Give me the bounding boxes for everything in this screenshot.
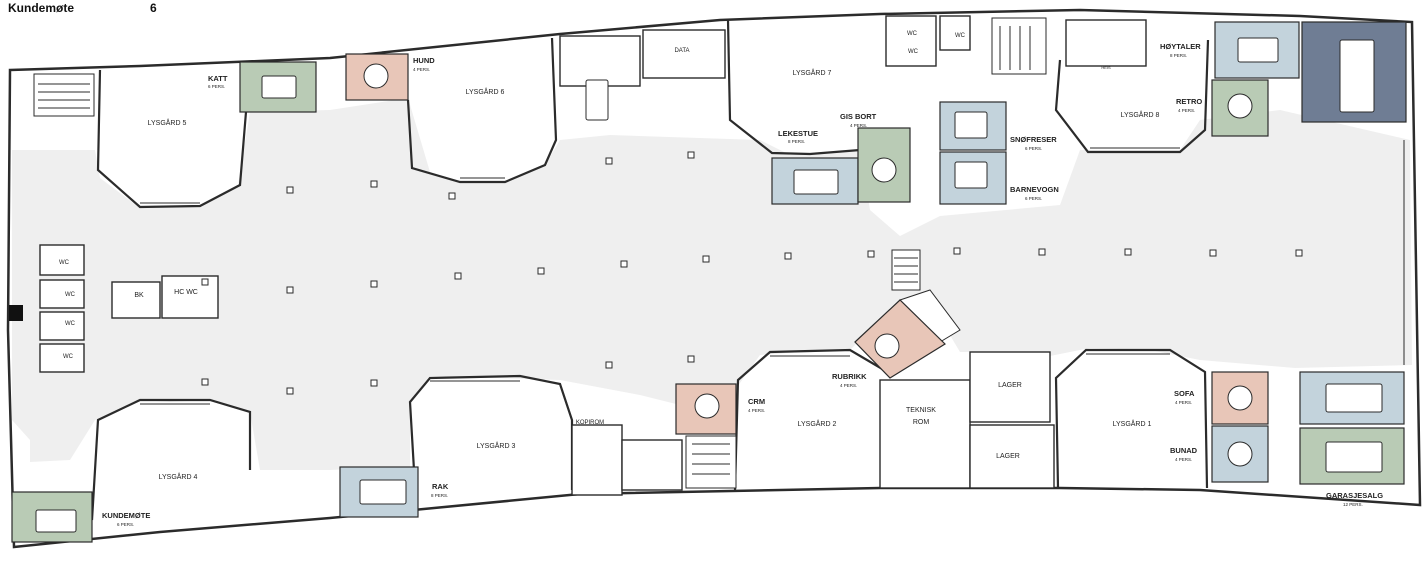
label-lysgard-3: LYSGÅRD 3 — [477, 441, 516, 450]
label-wc-2: WC — [65, 292, 76, 298]
label-lysgard-7: LYSGÅRD 7 — [793, 68, 832, 77]
round-tables — [363, 63, 1253, 467]
room-bunad-cap: 4 PERS. — [1175, 457, 1192, 462]
shaft-marker — [9, 305, 23, 321]
utility-rooms — [39, 15, 1147, 496]
window-strips — [140, 140, 1405, 405]
tables — [35, 37, 1383, 533]
room-hoytaler-cap: 8 PERS. — [1170, 53, 1187, 58]
room-katt-name: KATT — [208, 74, 228, 83]
room-kundemote-name: KUNDEMØTE — [102, 511, 150, 520]
label-lysgard-6: LYSGÅRD 6 — [466, 87, 505, 96]
label-kopirom: KOPIROM — [576, 420, 604, 426]
columns — [201, 151, 1303, 395]
room-hund-cap: 4 PERS. — [413, 67, 430, 72]
label-bk: BK — [134, 292, 144, 299]
room-retro-cap: 4 PERS. — [1178, 108, 1195, 113]
room-barnevogn-name: BARNEVOGN — [1010, 185, 1059, 194]
room-bunad-name: BUNAD — [1170, 446, 1198, 455]
room-lekestue-cap: 8 PERS. — [788, 139, 805, 144]
room-kundemote-cap: 6 PERS. — [117, 522, 134, 527]
room-crm-cap: 4 PERS. — [748, 408, 765, 413]
room-sofa-name: SOFA — [1174, 389, 1195, 398]
label-lysgard-1: LYSGÅRD 1 — [1113, 419, 1152, 428]
label-wc-5: WC — [907, 31, 918, 37]
label-lysgard-5: LYSGÅRD 5 — [148, 118, 187, 127]
meeting-room-labels: KATT 6 PERS. HUND 4 PERS. LEKESTUE 8 PER… — [102, 42, 1383, 527]
stairwells — [33, 17, 1047, 489]
label-rom: ROM — [913, 419, 930, 426]
room-snofreser-cap: 6 PERS. — [1025, 146, 1042, 151]
open-office-floor — [12, 98, 1412, 470]
room-gis-bort-name: GIS BORT — [840, 112, 877, 121]
area-labels: LYSGÅRD 5 LYSGÅRD 6 LYSGÅRD 7 LYSGÅRD 8 … — [59, 31, 1159, 481]
room-snofreser-name: SNØFRESER — [1010, 135, 1057, 144]
room-lekestue-name: LEKESTUE — [778, 129, 818, 138]
label-lysgard-4: LYSGÅRD 4 — [159, 472, 198, 481]
room-gis-bort-cap: 4 PERS. — [850, 123, 867, 128]
room-garasjesalg-name: GARASJESALG — [1326, 491, 1383, 500]
label-lysgard-8: LYSGÅRD 8 — [1121, 110, 1160, 119]
room-crm-name: CRM — [748, 397, 765, 406]
label-wc-4: WC — [63, 354, 74, 360]
room-rak-cap: 8 PERS. — [431, 493, 448, 498]
label-hc-wc: HC WC — [174, 289, 198, 296]
label-wc-6: WC — [908, 49, 919, 55]
label-lager-2: LAGER — [996, 453, 1020, 460]
room-rubrikk-cap: 4 PERS. — [840, 383, 857, 388]
label-lager-1: LAGER — [998, 382, 1022, 389]
label-lysgard-2: LYSGÅRD 2 — [798, 419, 837, 428]
courtyard-outlines — [90, 19, 1210, 521]
label-heis: HEIS — [1101, 65, 1111, 70]
room-garasjesalg-cap: 12 PERS. — [1343, 502, 1363, 507]
selected-room-name: Kundemøte — [8, 1, 74, 15]
room-katt-cap: 6 PERS. — [208, 84, 225, 89]
selected-room-capacity: 6 — [150, 1, 157, 15]
label-data: DATA — [674, 48, 689, 54]
label-teknisk: TEKNISK — [906, 407, 936, 414]
room-hoytaler-name: HØYTALER — [1160, 42, 1201, 51]
room-barnevogn-cap: 6 PERS. — [1025, 196, 1042, 201]
room-retro-name: RETRO — [1176, 97, 1202, 106]
label-wc-3: WC — [65, 321, 76, 327]
room-hund-name: HUND — [413, 56, 435, 65]
room-rak-name: RAK — [432, 482, 449, 491]
label-wc-7: WC — [955, 33, 966, 39]
label-wc-1: WC — [59, 260, 70, 266]
room-rubrikk-name: RUBRIKK — [832, 372, 867, 381]
room-sofa-cap: 4 PERS. — [1175, 400, 1192, 405]
